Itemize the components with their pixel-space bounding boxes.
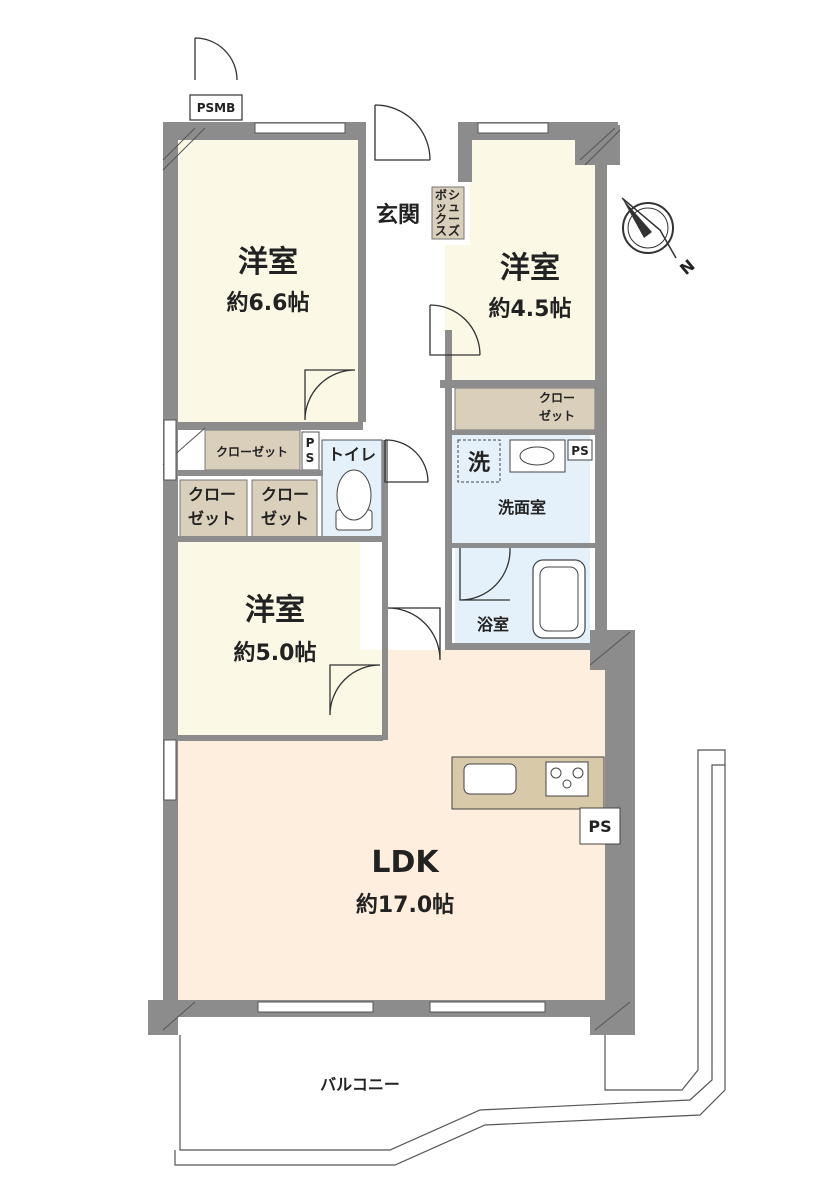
washroom-label: 洗面室: [498, 498, 546, 517]
kitchen-sink: [463, 763, 517, 795]
western-room-1-size: 約6.6帖: [227, 290, 310, 316]
closet-western-2-label-line2: ゼット: [539, 408, 575, 423]
closet-western-3b-label-line2: ゼット: [261, 509, 309, 528]
kitchen-stove: [545, 761, 589, 797]
closet-western-2-label-line1: クロー: [539, 391, 575, 405]
doors: [194, 37, 511, 716]
entrance-label: 玄関: [376, 202, 420, 228]
western-room-1-name: 洋室: [238, 245, 298, 280]
wash-basin-bowl: [519, 446, 555, 466]
shoe-box-area: [431, 186, 465, 240]
svg-text:ー: ー: [448, 212, 460, 226]
svg-text:ス: ス: [435, 224, 447, 238]
ps-wash-box: [567, 439, 593, 461]
ps-kitchen-label: PS: [588, 817, 611, 836]
ps-small-left-label-2: S: [306, 451, 315, 465]
svg-text:ッ: ッ: [435, 200, 447, 214]
toilet-bowl: [336, 469, 372, 521]
closet-western-3b-label-line1: クロー: [261, 485, 309, 504]
svg-text:ズ: ズ: [448, 223, 460, 238]
closet-western-3a-label-line1: クロー: [188, 485, 236, 504]
psmb-box: [189, 94, 243, 121]
ldk-name: LDK: [371, 845, 440, 880]
compass-needle-icon: [622, 198, 652, 238]
western-room-3-name: 洋室: [245, 593, 305, 628]
bathtub-inner: [539, 566, 579, 632]
burner-icon: [572, 767, 584, 779]
washer-pan: [457, 439, 501, 483]
bathtub: [532, 559, 586, 639]
svg-text:ュ: ュ: [448, 200, 460, 214]
compass-label: N: [676, 256, 698, 279]
burner-icon: [562, 779, 572, 789]
compass: N: [621, 197, 699, 279]
western-room-3-floor: [178, 540, 383, 735]
wash-basin-counter: [509, 439, 566, 473]
western-room-1-floor: [178, 140, 358, 430]
ldk-floor: [178, 650, 605, 1000]
toilet-label: トイレ: [328, 445, 376, 464]
closet-western-1-label: クローゼット: [216, 444, 288, 459]
windows: [163, 122, 549, 1013]
washer-label: 洗: [468, 451, 490, 476]
shoe-box-label: シ ュ ー ズ ボ ッ ク ス: [435, 187, 460, 238]
western-room-2-floor: [430, 140, 595, 385]
svg-text:シ: シ: [448, 188, 460, 202]
balcony-outline: [174, 749, 726, 1166]
burner-icon: [550, 767, 562, 779]
svg-text:ボ: ボ: [435, 187, 447, 202]
ps-small-left-label-1: P: [306, 436, 315, 450]
ldk-size: 約17.0帖: [356, 892, 454, 918]
entrance-floor: [365, 185, 435, 240]
ps-kitchen-box: [579, 807, 621, 845]
closet-western-3a-label-line2: ゼット: [188, 509, 236, 528]
balcony-label: バルコニー: [320, 1075, 400, 1094]
bathroom-label: 浴室: [477, 615, 509, 634]
western-room-2-name: 洋室: [500, 251, 560, 286]
psmb-label: PSMB: [197, 101, 236, 115]
western-room-3-size: 約5.0帖: [234, 640, 317, 666]
ps-wash-label: PS: [571, 444, 588, 458]
western-room-2-size: 約4.5帖: [489, 296, 572, 322]
svg-text:ク: ク: [435, 212, 447, 226]
